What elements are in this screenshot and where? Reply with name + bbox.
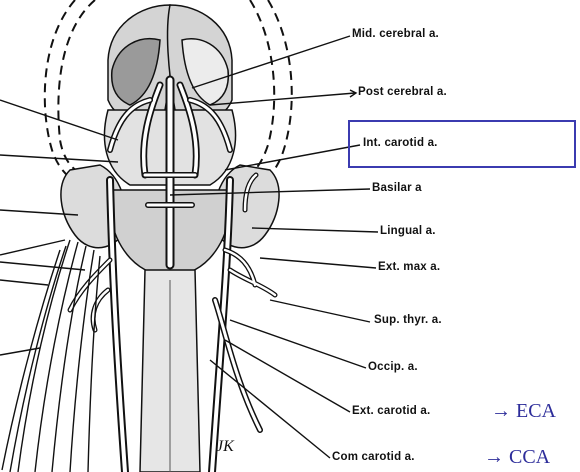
label-com-carotid: Com carotid a. — [332, 451, 415, 463]
artist-signature: JK — [216, 438, 234, 456]
eca-abbreviation: → ECA — [491, 400, 556, 423]
brainstem — [140, 270, 200, 472]
label-basilar: Basilar a — [372, 182, 422, 194]
label-sup-thyr: Sup. thyr. a. — [374, 314, 442, 326]
label-ext-carotid: Ext. carotid a. — [352, 405, 430, 417]
label-ext-max: Ext. max a. — [378, 261, 440, 273]
muscle-fibres — [2, 240, 100, 472]
label-lingual: Lingual a. — [380, 225, 436, 237]
label-int-carotid: Int. carotid a. — [363, 137, 438, 149]
cca-abbreviation: → CCA — [484, 446, 550, 469]
label-mid-cerebral: Mid. cerebral a. — [352, 28, 439, 40]
label-occip: Occip. a. — [368, 361, 418, 373]
label-post-cerebral: Post cerebral a. — [358, 86, 447, 98]
